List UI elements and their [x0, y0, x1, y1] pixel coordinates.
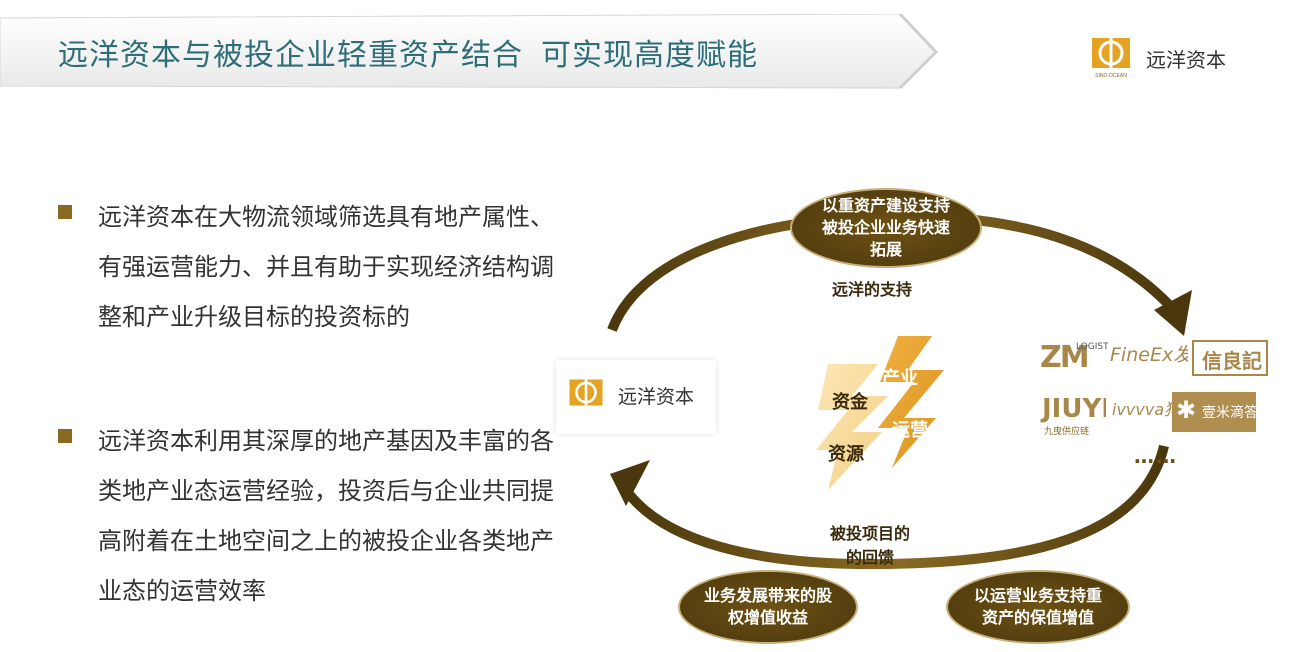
bullet-item: 远洋资本利用其深厚的地产基因及丰富的各类地产业态运营经验，投资后与企业共同提高附…: [58, 416, 558, 616]
bullet-square-icon: [58, 205, 72, 219]
banner-background: [0, 14, 939, 90]
center-shape-left: [816, 364, 888, 490]
partner-logo-text: FineEx发网: [1110, 344, 1188, 366]
brand-name: 远洋资本: [1146, 48, 1226, 72]
partner-logo-text: 信良記: [1202, 349, 1262, 373]
partner-logo-jiuye: JIUYE 九曳供应链: [1040, 394, 1106, 438]
oval-text-line: 以运营业务支持重: [973, 586, 1102, 605]
center-word-operation: 运营: [892, 420, 928, 441]
logo-caption: SINO-OCEAN: [1095, 73, 1127, 79]
title-main: 远洋资本与被投企业轻重资产结合: [58, 38, 523, 73]
page-title: 远洋资本与被投企业轻重资产结合可实现高度赋能: [58, 30, 758, 74]
center-shape-right: [878, 336, 944, 468]
cycle-diagram: 远洋资本 以重资产建设支持 被投企业业务快速 拓展 业务发展带来的股 权增值收益…: [552, 160, 1298, 652]
bullet-text: 远洋资本利用其深厚的地产基因及丰富的各类地产业态运营经验，投资后与企业共同提高附…: [98, 427, 554, 605]
partner-logo-fineex: FineEx发网: [1110, 340, 1188, 376]
oval-text-line: 被投企业业务快速: [821, 218, 950, 237]
more-partners-ellipsis: ……: [1134, 444, 1178, 468]
partner-logo-text: JIUYE: [1042, 394, 1106, 424]
sino-ocean-logo-icon: [569, 379, 603, 406]
bottom-arc: [621, 444, 1169, 570]
oval-asset-preservation: 以运营业务支持重 资产的保值增值: [946, 570, 1130, 644]
brand-logo: SINO-OCEAN 远洋资本: [1088, 34, 1258, 80]
partner-logo-subtext: 九曳供应链: [1044, 427, 1090, 437]
asterisk-icon: ✱: [1176, 396, 1197, 424]
bullet-item: 远洋资本在大物流领域筛选具有地产属性、有强运营能力、并且有助于实现经济结构调整和…: [58, 192, 558, 392]
center-word-resources: 资源: [828, 444, 864, 465]
oval-text-line: 以重资产建设支持: [821, 196, 950, 215]
left-logo-name: 远洋资本: [618, 386, 695, 408]
center-word-industry: 产业: [882, 368, 918, 389]
partner-logo-subtext: LOGISTI: [1076, 342, 1108, 352]
title-banner: [0, 14, 940, 90]
center-word-capital: 资金: [832, 392, 868, 413]
partner-logo-xinliangji: 信良記: [1192, 340, 1268, 376]
oval-text-line: 拓展: [869, 240, 902, 259]
oval-text-line: 业务发展带来的股: [703, 586, 832, 605]
bullet-text: 远洋资本在大物流领域筛选具有地产属性、有强运营能力、并且有助于实现经济结构调整和…: [98, 203, 554, 331]
top-arrowhead: [1154, 290, 1192, 336]
return-label-line: 的回馈: [846, 548, 895, 567]
partner-logo-ivvvva: ivvvva狗: [1112, 396, 1178, 434]
return-label-line: 被投项目的: [830, 524, 911, 543]
partner-logo-zm: ZM LOGISTI: [1040, 336, 1108, 378]
partner-logo-text: ivvvva狗: [1112, 400, 1178, 419]
oval-text-line: 资产的保值增值: [981, 608, 1094, 627]
oval-equity-gain: 业务发展带来的股 权增值收益: [678, 570, 858, 644]
oval-heavy-asset-support: 以重资产建设支持 被投企业业务快速 拓展: [790, 188, 982, 268]
bottom-arrowhead: [610, 460, 650, 506]
title-sub: 可实现高度赋能: [541, 38, 758, 73]
oval-text-line: 权增值收益: [727, 608, 808, 627]
partner-logo-yimidida: ✱ 壹米滴答: [1172, 392, 1256, 432]
support-label: 远洋的支持: [832, 280, 913, 299]
partner-logo-text: 壹米滴答: [1202, 405, 1256, 421]
sino-ocean-logo-icon: SINO-OCEAN: [1092, 38, 1130, 79]
partner-logo-text: ZM: [1040, 340, 1090, 375]
left-logo-card: 远洋资本: [556, 360, 716, 434]
bullet-square-icon: [58, 429, 72, 443]
return-label: 被投项目的 的回馈: [830, 522, 910, 570]
